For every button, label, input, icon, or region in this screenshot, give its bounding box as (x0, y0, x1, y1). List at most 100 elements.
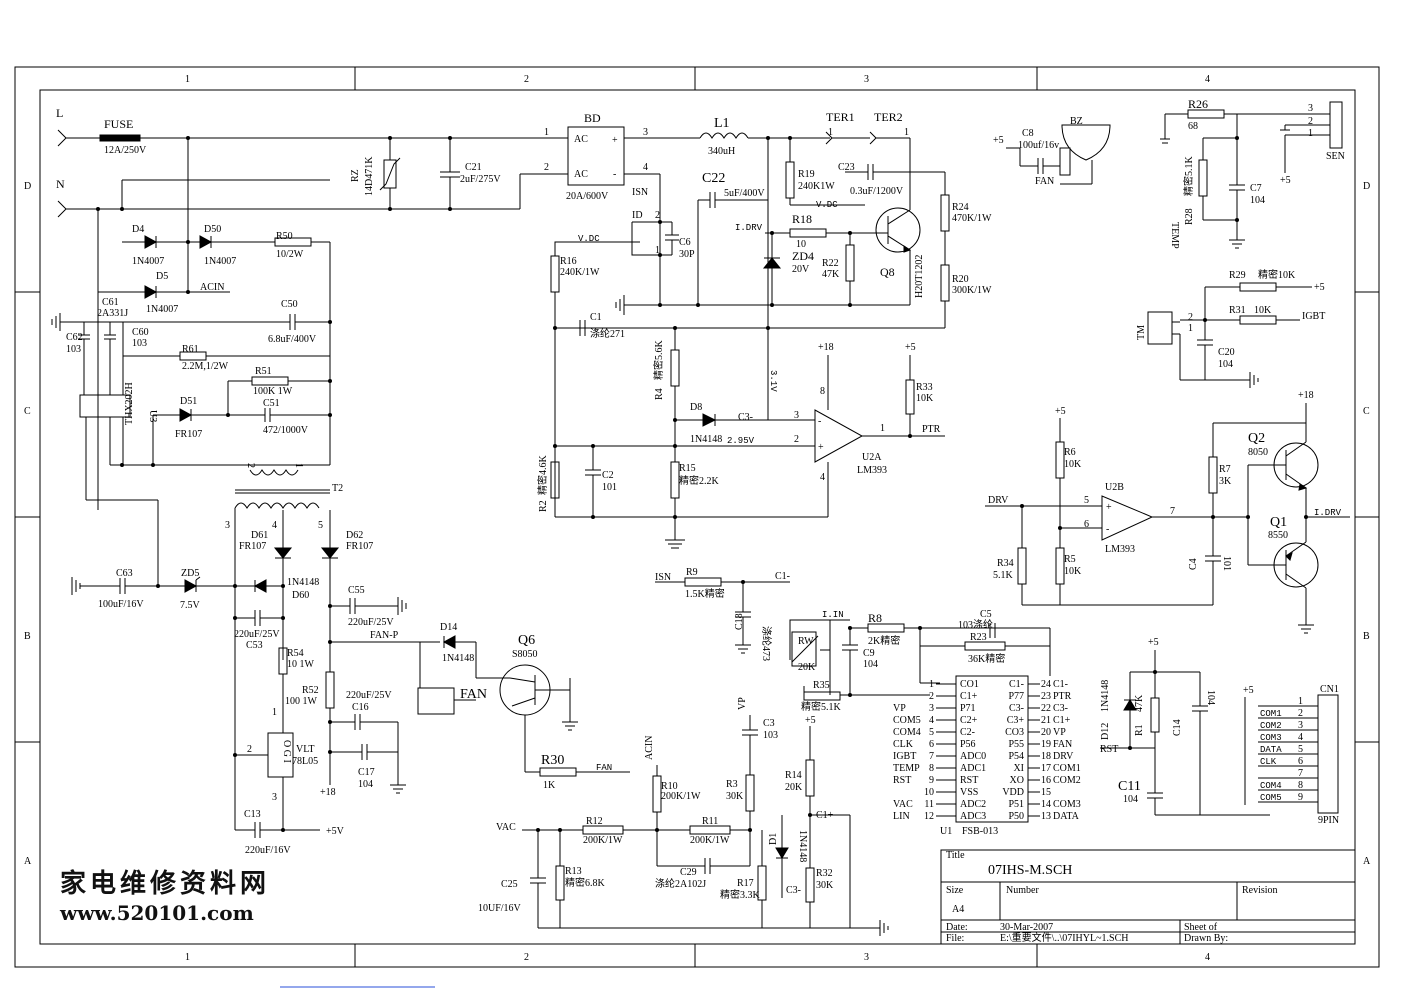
svg-text:200K/1W: 200K/1W (690, 835, 730, 846)
svg-text:I.DRV: I.DRV (735, 223, 763, 233)
cn1-pin-number: 3 (1298, 720, 1303, 731)
svg-text:5uF/400V: 5uF/400V (724, 188, 765, 199)
u1-pin-signal: FAN (1053, 739, 1072, 750)
svg-text:104: 104 (1123, 794, 1138, 805)
svg-text:U2A: U2A (862, 452, 882, 463)
svg-text:R13: R13 (565, 866, 582, 877)
grid-col-4-bottom: 4 (1205, 952, 1210, 963)
svg-text:T2: T2 (332, 483, 343, 494)
svg-text:1: 1 (1308, 128, 1313, 139)
svg-text:220uF/25V: 220uF/25V (346, 690, 392, 701)
svg-text:精密10K: 精密10K (1258, 268, 1296, 281)
svg-text:R30: R30 (541, 753, 564, 768)
svg-text:C1+: C1+ (816, 810, 834, 821)
svg-text:3: 3 (225, 520, 230, 531)
svg-text:R2: R2 (538, 500, 549, 512)
svg-text:3.1V: 3.1V (768, 370, 778, 392)
grid-col-3-bottom: 3 (864, 952, 869, 963)
svg-text:C25: C25 (501, 879, 518, 890)
svg-text:D4: D4 (132, 224, 144, 235)
u1-pin-number: 3 (929, 703, 934, 714)
svg-text:2: 2 (247, 744, 252, 755)
svg-text:C8: C8 (1022, 128, 1034, 139)
svg-text:R14: R14 (785, 770, 802, 781)
revision-label: Revision (1242, 885, 1278, 896)
svg-text:L1: L1 (714, 116, 730, 131)
grid-row-D-right: D (1363, 181, 1370, 192)
cn1-pin-number: 1 (1298, 696, 1303, 707)
svg-text:2: 2 (1308, 116, 1313, 127)
grid-col-4: 4 (1205, 74, 1210, 85)
svg-text:SEN: SEN (1326, 151, 1345, 162)
u1-pin-name: ADC3 (960, 811, 986, 822)
svg-text:1: 1 (1188, 323, 1193, 334)
svg-text:220uF/16V: 220uF/16V (245, 845, 291, 856)
svg-text:-: - (613, 169, 616, 180)
svg-text:R8: R8 (868, 611, 882, 625)
svg-text:D12: D12 (1100, 723, 1111, 740)
svg-text:U1: U1 (940, 826, 952, 837)
svg-text:U2B: U2B (1105, 482, 1124, 493)
svg-text:R17: R17 (737, 878, 754, 889)
u1-pin-name: P54 (1008, 751, 1024, 762)
file-label: File: (946, 933, 964, 944)
u1-pin-name: C2+ (960, 715, 978, 726)
u1-pin-name: VDD (1002, 787, 1024, 798)
svg-text:AC: AC (574, 169, 588, 180)
svg-text:R19: R19 (798, 169, 815, 180)
svg-text:C3-: C3- (786, 885, 801, 896)
u1-pin-name: P51 (1008, 799, 1024, 810)
svg-text:104: 104 (1205, 690, 1216, 705)
u1-pin-number: 15 (1041, 787, 1051, 798)
u1-pin-signal: COM2 (1053, 775, 1081, 786)
svg-text:D62: D62 (346, 530, 363, 541)
svg-text:ID: ID (632, 210, 643, 221)
svg-text:30P: 30P (679, 249, 695, 260)
svg-text:R5: R5 (1064, 554, 1076, 565)
svg-text:1: 1 (655, 245, 660, 256)
svg-text:+18: +18 (1298, 390, 1314, 401)
svg-text:1: 1 (272, 707, 277, 718)
svg-text:104: 104 (358, 779, 373, 790)
svg-text:+18: +18 (320, 787, 336, 798)
svg-text:V.DC: V.DC (816, 200, 838, 210)
svg-text:2K精密: 2K精密 (868, 634, 900, 647)
svg-text:470K/1W: 470K/1W (952, 213, 992, 224)
svg-text:340uH: 340uH (708, 146, 735, 157)
u1-pin-signal: TEMP (893, 763, 920, 774)
svg-text:200K/1W: 200K/1W (661, 791, 701, 802)
svg-text:C53: C53 (246, 640, 263, 651)
svg-text:12A/250V: 12A/250V (104, 145, 147, 156)
svg-text:2.95V: 2.95V (727, 436, 755, 446)
svg-text:R16: R16 (560, 256, 577, 267)
svg-text:ACIN: ACIN (644, 736, 655, 760)
cn1-pin-signal: DATA (1260, 745, 1282, 755)
svg-text:TM: TM (1136, 325, 1147, 340)
svg-text:+5: +5 (1280, 175, 1291, 186)
svg-text:10: 10 (796, 239, 806, 250)
u1-pin-name: VSS (960, 787, 978, 798)
u1-pin-name: CO1 (960, 679, 979, 690)
grid-col-1: 1 (185, 74, 190, 85)
svg-text:C7: C7 (1250, 183, 1262, 194)
svg-text:C3: C3 (763, 718, 775, 729)
u1-pin-number: 14 (1041, 799, 1051, 810)
svg-text:R23: R23 (970, 632, 987, 643)
svg-text:104: 104 (1218, 359, 1233, 370)
svg-text:CN1: CN1 (1320, 684, 1339, 695)
date-label: Date: (946, 922, 968, 933)
svg-text:300K/1W: 300K/1W (952, 285, 992, 296)
svg-text:精密4.6K: 精密4.6K (536, 455, 549, 496)
u1-pin-name: P50 (1008, 811, 1024, 822)
svg-text:7.5V: 7.5V (180, 600, 201, 611)
svg-text:3K: 3K (1219, 476, 1232, 487)
cn1-pin-signal: COM2 (1260, 721, 1282, 731)
svg-text:VLT: VLT (296, 744, 315, 755)
u1-pin-number: 21 (1041, 715, 1051, 726)
svg-text:+5: +5 (993, 135, 1004, 146)
svg-text:O G I: O G I (281, 740, 292, 763)
svg-text:FSB-013: FSB-013 (962, 826, 998, 837)
